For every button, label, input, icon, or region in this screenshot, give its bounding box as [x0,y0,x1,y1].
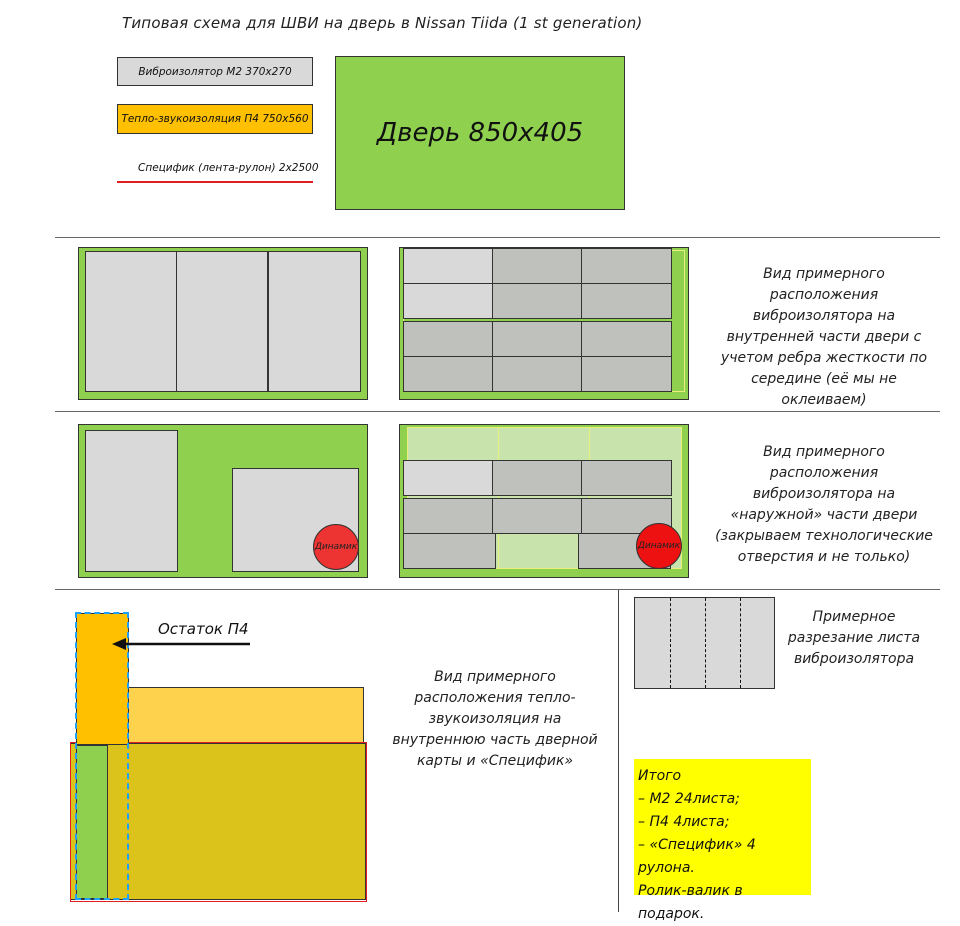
legend-specific-line [117,181,313,183]
speaker-label: Динамик [637,541,681,551]
door-label: Дверь 850х405 [376,118,584,148]
arrow-icon [112,638,250,650]
cut-line [740,598,741,688]
sheet [492,321,582,357]
speaker-label: Динамик [314,542,358,552]
door-inner-panel-b [399,247,689,400]
divider-1 [55,237,940,238]
door-inner-panel-a [78,247,368,400]
cut-line [705,598,706,688]
sheet [403,321,493,357]
sheet [403,533,496,569]
remainder-label: Остаток П4 [158,620,249,638]
sheet [581,321,672,357]
legend-p4: Тепло-звукоизоляция П4 750х560 [117,104,313,134]
speaker-icon: Динамик [313,524,359,570]
cutting-sheet [634,597,775,689]
sheet [403,248,493,284]
summary-box: Итого – М2 24листа; – П4 4листа; – «Спец… [634,759,811,922]
p4-upper-band [125,687,364,744]
door-dimensions-box: Дверь 850х405 [335,56,625,210]
divider-3 [55,589,940,590]
page-title: Типовая схема для ШВИ на дверь в Nissan … [122,14,643,32]
divider-2 [55,411,940,412]
door-outer-panel-a: Динамик [78,424,368,578]
sheet [581,460,672,496]
door-card-olive [70,743,366,900]
door-outer-panel-b: Динамик [399,424,689,578]
summary-line: – П4 4листа; [638,814,730,830]
summary-line: Ролик-валик в подарок. [638,883,743,922]
sheet [403,498,493,534]
remainder-dashed-outline [75,612,129,900]
specific-outline [70,742,367,902]
sheet [403,283,493,319]
sheet [581,356,672,392]
sheet [492,248,582,284]
divider-vertical [618,590,619,912]
sheet [492,498,582,534]
sheet [581,283,672,319]
legend-specific-label: Специфик (лента-рулон) 2х2500 [138,162,319,174]
caption-card: Вид примерного расположения тепло-звукои… [392,669,598,769]
summary-title: Итого [638,768,682,784]
caption-inner: Вид примерного расположения виброизолято… [720,266,928,408]
sheet [85,430,178,572]
sheet [403,460,493,496]
caption-cutting: Примерное разрезание листа виброизолятор… [787,609,921,667]
sheet [403,356,493,392]
cut-line [670,598,671,688]
sheet [492,460,582,496]
sheet [176,251,268,392]
summary-line: – «Специфик» 4 рулона. [638,837,756,876]
sheet [492,356,582,392]
summary-line: – М2 24листа; [638,791,740,807]
sheet [492,283,582,319]
sheet [268,251,361,392]
legend-m2: Виброизолятор М2 370х270 [117,57,313,86]
speaker-icon: Динамик [636,523,682,569]
sheet [581,248,672,284]
caption-outer: Вид примерного расположения виброизолято… [715,444,933,565]
sheet [85,251,177,392]
